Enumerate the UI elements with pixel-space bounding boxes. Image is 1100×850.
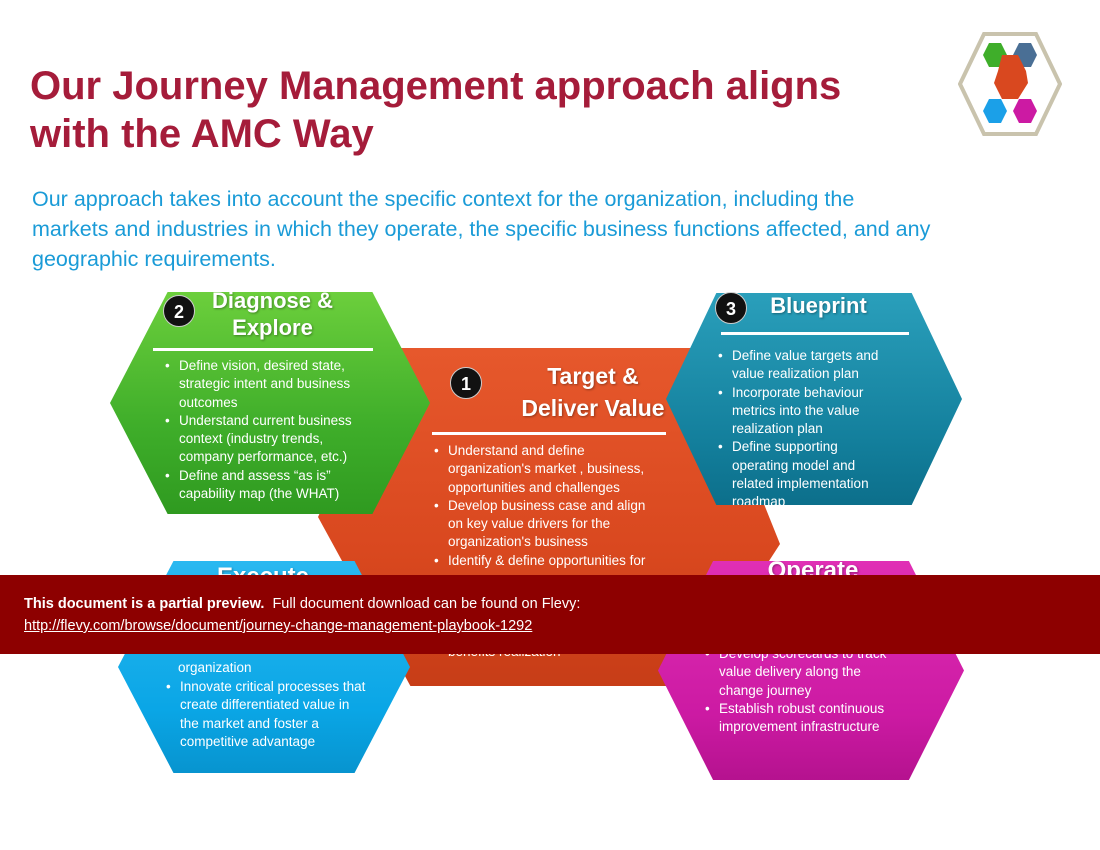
preview-bold-text: This document is a partial preview. [24, 596, 265, 612]
diagnose-title: Diagnose & Explore [190, 292, 355, 341]
target-title-line-2: Deliver Value [521, 395, 665, 421]
intro-text: Our approach takes into account the spec… [32, 184, 1072, 274]
diagnose-title-line-2: Explore [232, 315, 313, 340]
target-divider [432, 432, 666, 435]
diagnose-bullet-list: Define vision, desired state,strategic i… [165, 357, 390, 503]
step-number-badge-1: 1 [450, 367, 482, 399]
preview-banner: This document is a partial preview. Full… [0, 575, 1100, 654]
download-link[interactable]: http://flevy.com/browse/document/journey… [24, 618, 533, 634]
intro-line-1: Our approach takes into account the spec… [32, 187, 855, 211]
page-title-line-2: with the AMC Way [30, 112, 374, 156]
operate-bullet-list: Develop scorecards to trackvalue deliver… [705, 645, 945, 736]
diagnose-divider [153, 348, 373, 351]
blueprint-title: Blueprint [770, 293, 867, 318]
preview-text: Full document download can be found on F… [272, 596, 581, 612]
hexagon-logo-icon [958, 32, 1062, 136]
target-bullet: Identify & define opportunities for [434, 552, 679, 571]
blueprint-divider [721, 332, 909, 335]
page-title: Our Journey Management approach aligns w… [30, 62, 930, 158]
diagnose-explore-hexagon: Diagnose & Explore Define vision, desire… [110, 292, 430, 514]
intro-line-3: geographic requirements. [32, 247, 276, 271]
diagnose-bullet: Define and assess “as is”capability map … [165, 467, 390, 504]
diagnose-title-line-1: Diagnose & [211, 292, 334, 313]
target-title-line-1: Target & [547, 363, 639, 389]
intro-line-2: markets and industries in which they ope… [32, 217, 931, 241]
blueprint-hexagon: Blueprint Define value targets andvalue … [666, 293, 962, 505]
diagnose-bullet: Define vision, desired state,strategic i… [165, 357, 390, 412]
step-number-badge-3: 3 [715, 292, 747, 324]
preview-message: This document is a partial preview. Full… [24, 596, 580, 612]
step-number-badge-2: 2 [163, 295, 195, 327]
target-title: Target & Deliver Value [468, 360, 718, 424]
page-title-line-1: Our Journey Management approach aligns [30, 64, 842, 108]
